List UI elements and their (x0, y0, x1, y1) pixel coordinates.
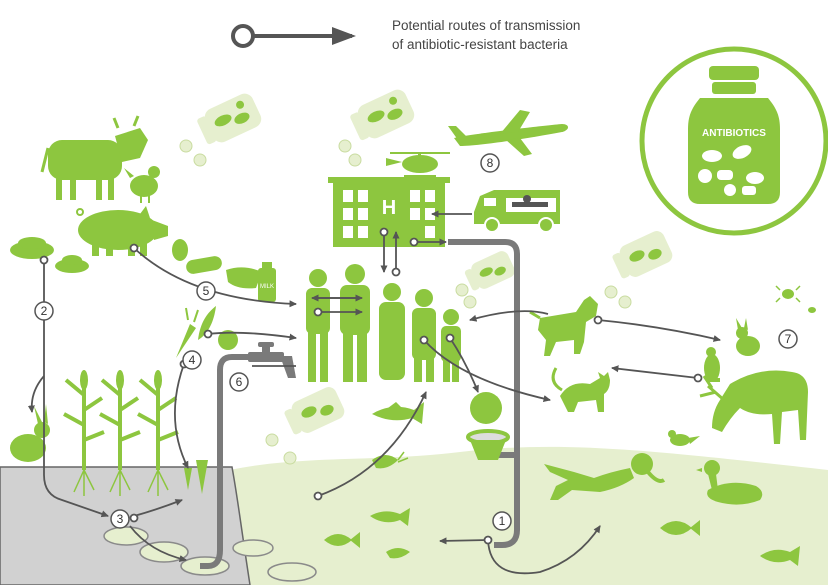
route-badge-5-label: 5 (203, 284, 210, 298)
vegetables-icon (176, 306, 238, 358)
bird-icon (668, 430, 700, 446)
legend-arrow (231, 24, 356, 48)
swimming-person-icon (544, 453, 666, 500)
antibiotics-bottle-icon (639, 46, 828, 236)
carrots-icon (184, 460, 208, 494)
antibiotics-label: ANTIBIOTICS (702, 128, 766, 139)
duck-icon (696, 460, 763, 505)
route-badge-2: 2 (34, 301, 54, 321)
legend-line-2: of antibiotic-resistant bacteria (392, 37, 568, 52)
route-badge-5: 5 (196, 281, 216, 301)
green-ground (230, 446, 828, 585)
loose-pills (179, 139, 632, 465)
milk-label: MILK (260, 284, 274, 290)
faucet-icon (248, 342, 296, 378)
fish-icon (372, 402, 424, 424)
rabbit-icon-right (736, 318, 760, 356)
route-badge-1: 1 (492, 511, 512, 531)
food-products-icon (172, 239, 276, 302)
route-badge-6-label: 6 (236, 375, 243, 389)
fish-icon (324, 532, 360, 548)
pill-jar-icon (284, 387, 345, 435)
route-badge-8-label: 8 (487, 156, 494, 170)
fish-icon (660, 520, 700, 536)
rabbit-icon (10, 404, 50, 462)
route-badge-6: 6 (229, 372, 249, 392)
cow-icon (40, 115, 148, 200)
pill-jar-icon (612, 231, 673, 279)
dog-icon (529, 296, 598, 356)
route-badge-7-label: 7 (785, 332, 792, 346)
route-nodes (39, 227, 703, 545)
people-group-icon (306, 264, 461, 382)
route-badge-8: 8 (480, 153, 500, 173)
route-badge-3: 3 (110, 509, 130, 529)
water-pipe-left (200, 354, 252, 569)
route-badge-2-label: 2 (41, 304, 48, 318)
helicopter-icon (386, 152, 450, 177)
legend-text: Potential routes of transmission of anti… (392, 16, 652, 54)
cat-icon (551, 367, 610, 412)
route-badge-7: 7 (778, 329, 798, 349)
airplane-icon (448, 110, 568, 156)
hospital-h-label: H (382, 197, 396, 219)
manure-icon (10, 237, 89, 273)
route-badge-4-label: 4 (189, 353, 196, 367)
ambulance-icon (474, 190, 560, 233)
hospital-building-icon (328, 177, 450, 247)
fish-icon (760, 546, 800, 566)
route-badge-3-label: 3 (117, 512, 124, 526)
legend-line-1: Potential routes of transmission (392, 18, 581, 33)
bugs-icon (775, 285, 816, 313)
pill-jar-icon (197, 93, 262, 145)
pill-jar-icon (350, 89, 415, 141)
route-badge-1-label: 1 (499, 514, 506, 528)
meerkat-icon (704, 347, 720, 382)
pill-jar-icon (464, 251, 515, 291)
route-number-badges: 1 2 3 4 5 6 7 8 (34, 153, 798, 531)
chicken-icon (124, 166, 160, 203)
route-badge-4: 4 (182, 350, 202, 370)
shrimp-icon (386, 548, 410, 559)
pig-icon (76, 206, 168, 256)
corn-plants-icon (63, 370, 179, 496)
toilet-icon (466, 392, 510, 460)
fish-icon (370, 508, 410, 526)
